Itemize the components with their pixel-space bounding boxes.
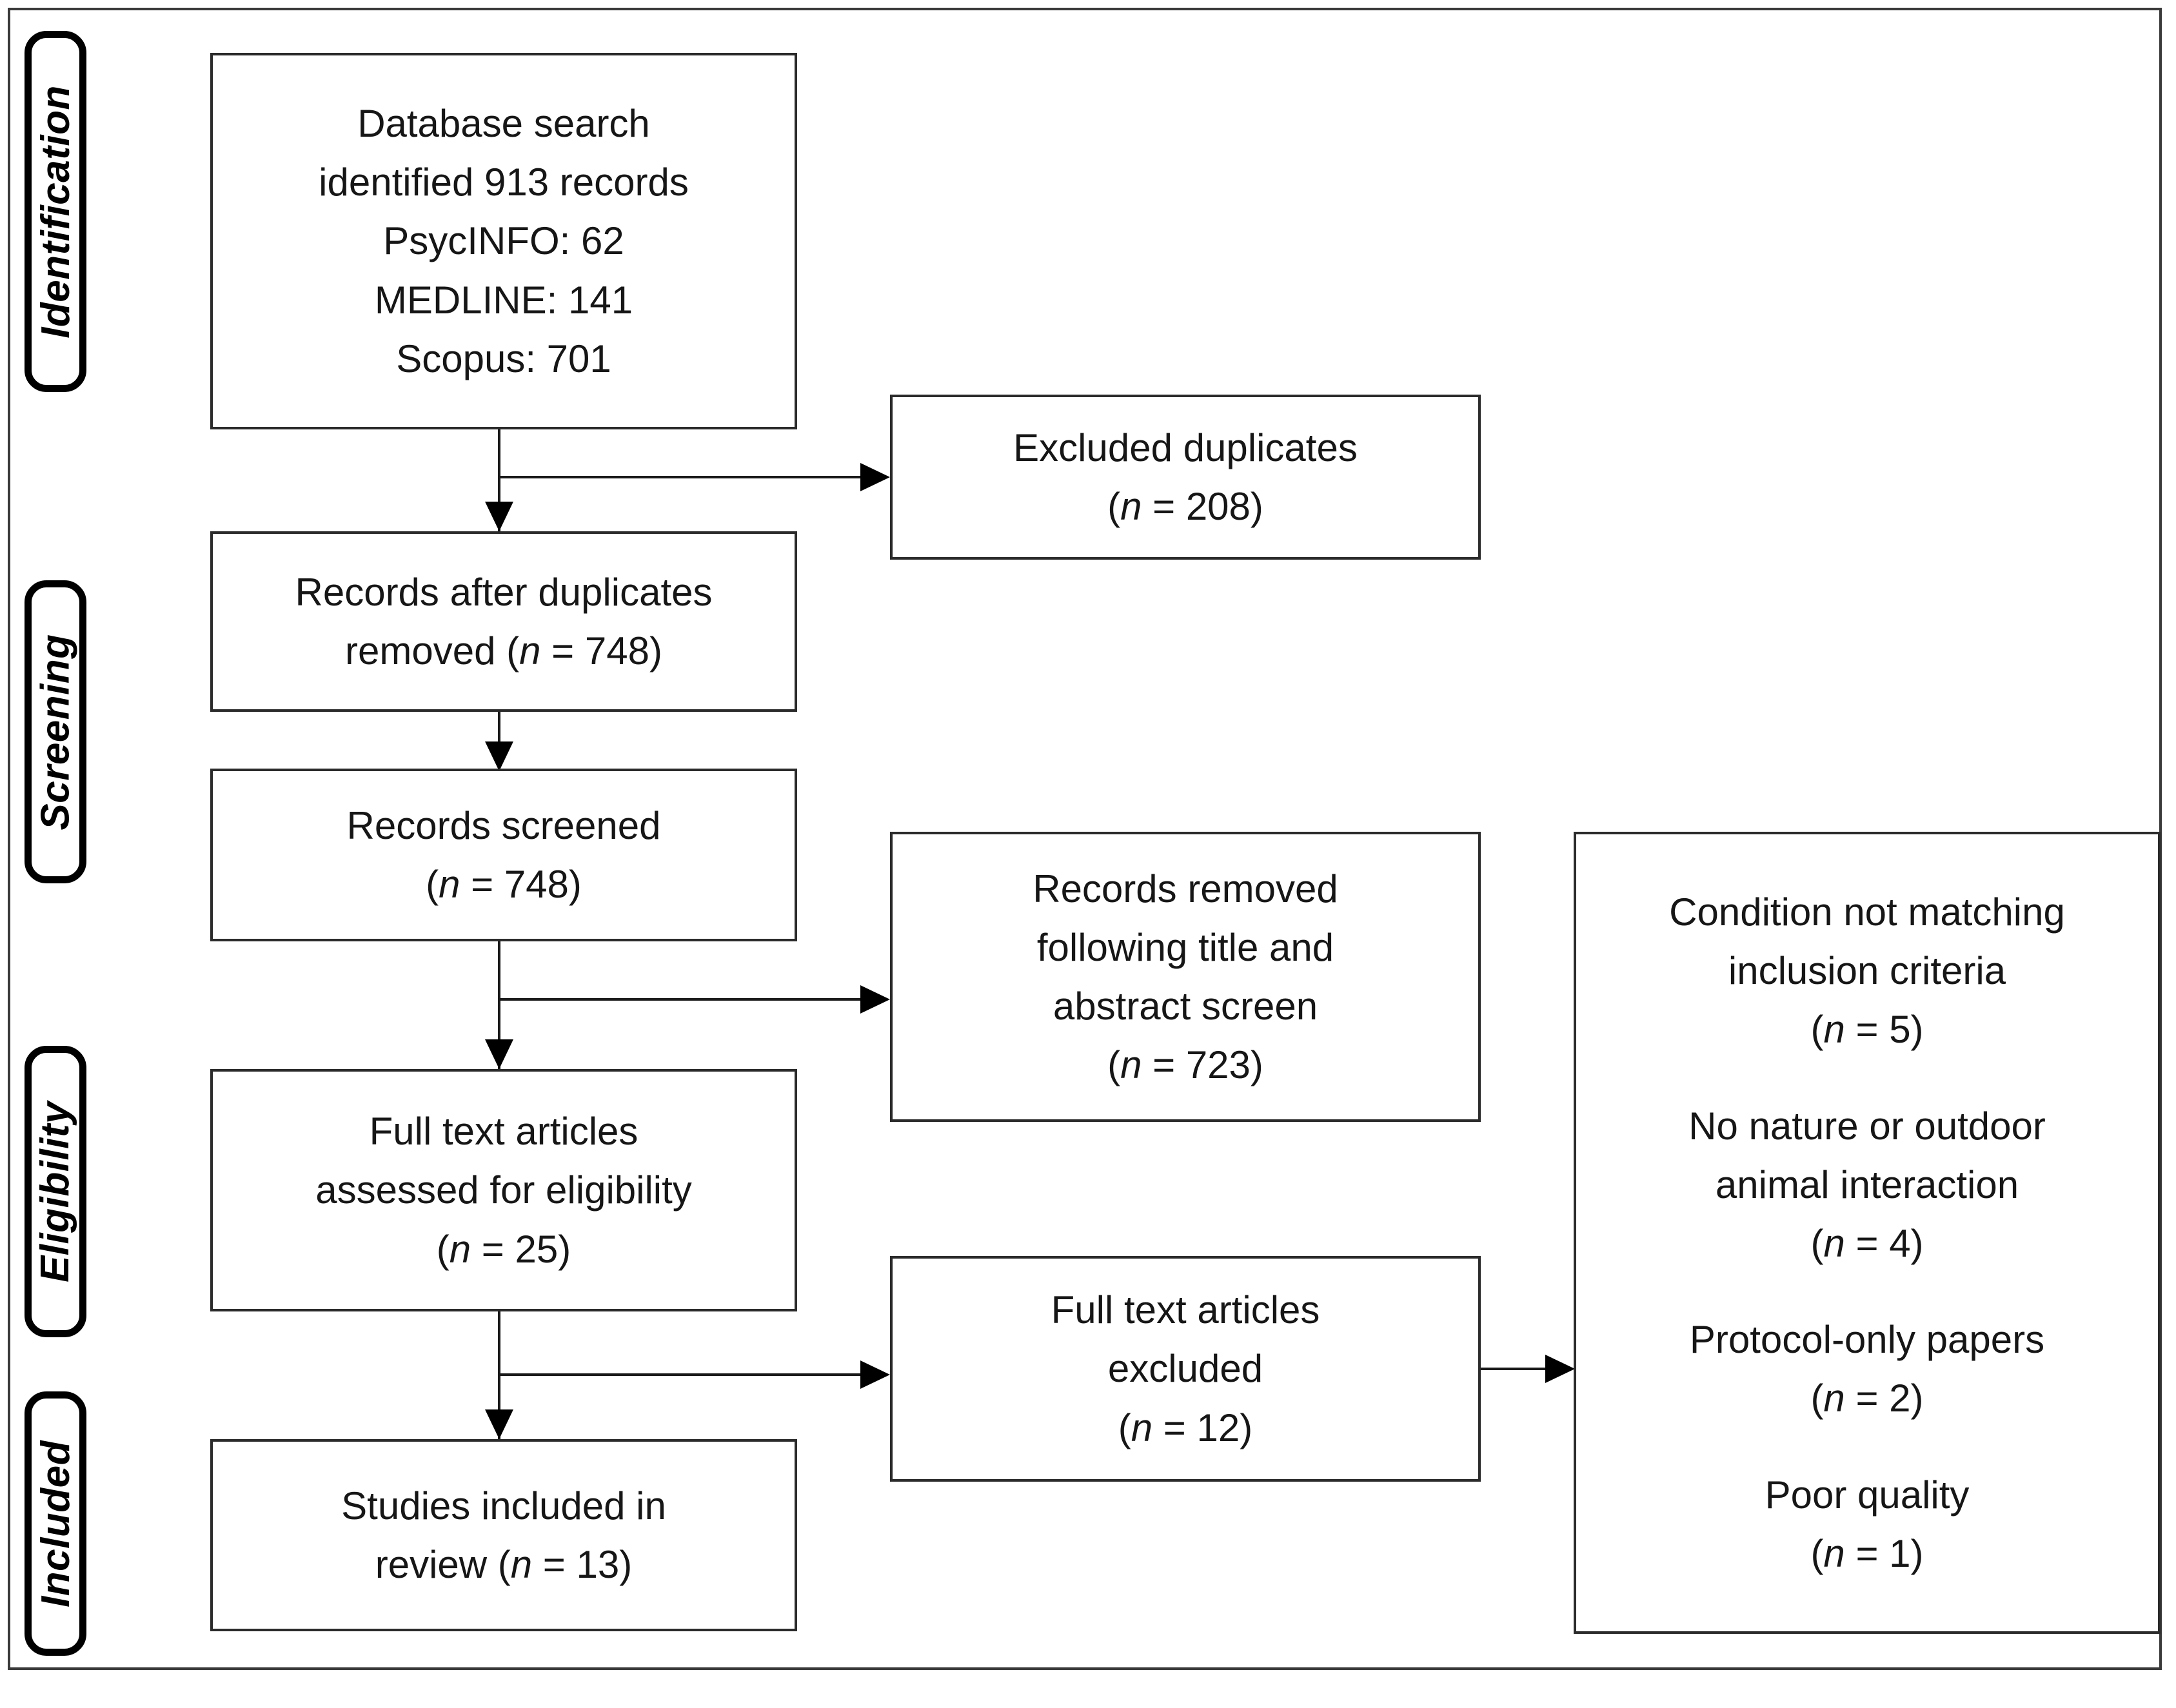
- database-search-line-5: Scopus: 701: [396, 337, 611, 380]
- stage-label-screening: Screening: [33, 633, 78, 830]
- exclusion-reason-2-count: (n = 4): [1810, 1222, 1924, 1265]
- box-full-text-excluded: Full text articles excluded (n = 12): [890, 1256, 1481, 1482]
- excluded-duplicates-count: (n = 208): [1107, 485, 1263, 528]
- figure-frame: [8, 8, 2162, 1670]
- arrowhead-to-exclusion-reasons: [1545, 1355, 1575, 1383]
- full-text-excluded-count: (n = 12): [1118, 1406, 1253, 1449]
- arrowhead-to-full-text-excluded: [860, 1360, 890, 1389]
- database-search-line-4: MEDLINE: 141: [374, 278, 633, 322]
- exclusion-reason-1-count: (n = 5): [1810, 1008, 1924, 1052]
- box-records-removed-title-abstract: Records removed following title and abst…: [890, 832, 1481, 1122]
- stage-label-eligibility: Eligibility: [33, 1101, 78, 1282]
- records-after-duplicates-line-2: removed (n = 748): [345, 629, 662, 672]
- exclusion-reason-2-line-2: animal interaction: [1715, 1163, 2019, 1206]
- connector-eligibility-vertical: [498, 941, 500, 1074]
- records-screened-count: (n = 748): [426, 863, 582, 906]
- records-removed-line-1: Records removed: [1033, 867, 1338, 910]
- records-removed-line-3: abstract screen: [1053, 985, 1318, 1028]
- box-database-search: Database search identified 913 records P…: [210, 53, 797, 429]
- arrowhead-to-records-screened: [485, 741, 513, 771]
- connector-to-exclusion-reasons: [1481, 1368, 1552, 1370]
- exclusion-reason-2-line-1: No nature or outdoor: [1688, 1104, 2046, 1148]
- records-removed-count: (n = 723): [1107, 1043, 1263, 1087]
- connector-to-full-text-excluded: [498, 1373, 878, 1376]
- connector-identification-vertical: [498, 429, 500, 536]
- stage-pill-eligibility: Eligibility: [25, 1046, 86, 1337]
- connector-to-excluded-duplicates: [498, 476, 878, 478]
- connector-to-records-removed: [498, 998, 878, 1001]
- records-after-duplicates-line-1: Records after duplicates: [295, 570, 713, 614]
- excluded-duplicates-line-1: Excluded duplicates: [1013, 426, 1358, 469]
- stage-label-included: Included: [33, 1440, 78, 1607]
- arrowhead-to-studies-included: [485, 1409, 513, 1439]
- arrowhead-to-records-after-duplicates: [485, 502, 513, 531]
- arrowhead-to-records-removed: [860, 985, 890, 1014]
- exclusion-reason-3: Protocol-only papers (n = 2): [1690, 1310, 2044, 1428]
- exclusion-reason-4-count: (n = 1): [1810, 1531, 1924, 1575]
- exclusion-reason-1: Condition not matching inclusion criteri…: [1669, 883, 2065, 1059]
- connector-screened-vertical: [498, 712, 500, 756]
- stage-label-identification: Identification: [33, 84, 78, 339]
- arrowhead-to-excluded-duplicates: [860, 463, 890, 491]
- records-screened-line-1: Records screened: [346, 803, 661, 847]
- full-text-assessed-line-1: Full text articles: [369, 1110, 638, 1153]
- exclusion-reason-3-count: (n = 2): [1810, 1377, 1924, 1420]
- box-records-after-duplicates: Records after duplicates removed (n = 74…: [210, 531, 797, 712]
- stage-pill-included: Included: [25, 1391, 86, 1656]
- exclusion-reason-3-line-1: Protocol-only papers: [1689, 1318, 2045, 1362]
- stage-pill-identification: Identification: [25, 31, 86, 392]
- database-search-line-2: identified 913 records: [319, 161, 689, 204]
- stage-pill-screening: Screening: [25, 580, 86, 883]
- exclusion-reason-1-line-1: Condition not matching: [1669, 890, 2065, 934]
- exclusion-reason-4-line-1: Poor quality: [1765, 1473, 1970, 1517]
- full-text-assessed-count: (n = 25): [436, 1227, 571, 1271]
- arrowhead-to-full-text-assessed: [485, 1039, 513, 1069]
- database-search-line-1: Database search: [357, 102, 650, 146]
- connector-included-vertical: [498, 1311, 500, 1444]
- box-studies-included: Studies included in review (n = 13): [210, 1439, 797, 1631]
- studies-included-line-2: review (n = 13): [375, 1543, 633, 1586]
- full-text-excluded-line-2: excluded: [1107, 1347, 1263, 1391]
- database-search-line-3: PsycINFO: 62: [383, 219, 624, 263]
- full-text-assessed-line-2: assessed for eligibility: [315, 1168, 692, 1212]
- box-excluded-duplicates: Excluded duplicates (n = 208): [890, 395, 1481, 560]
- studies-included-line-1: Studies included in: [341, 1484, 666, 1527]
- exclusion-reason-2: No nature or outdoor animal interaction …: [1688, 1097, 2046, 1273]
- exclusion-reason-1-line-2: inclusion criteria: [1728, 949, 2006, 993]
- box-full-text-assessed: Full text articles assessed for eligibil…: [210, 1069, 797, 1311]
- records-removed-line-2: following title and: [1036, 925, 1334, 969]
- box-records-screened: Records screened (n = 748): [210, 769, 797, 941]
- full-text-excluded-line-1: Full text articles: [1051, 1288, 1320, 1332]
- exclusion-reason-4: Poor quality (n = 1): [1765, 1466, 1970, 1583]
- box-exclusion-reasons: Condition not matching inclusion criteri…: [1574, 832, 2161, 1634]
